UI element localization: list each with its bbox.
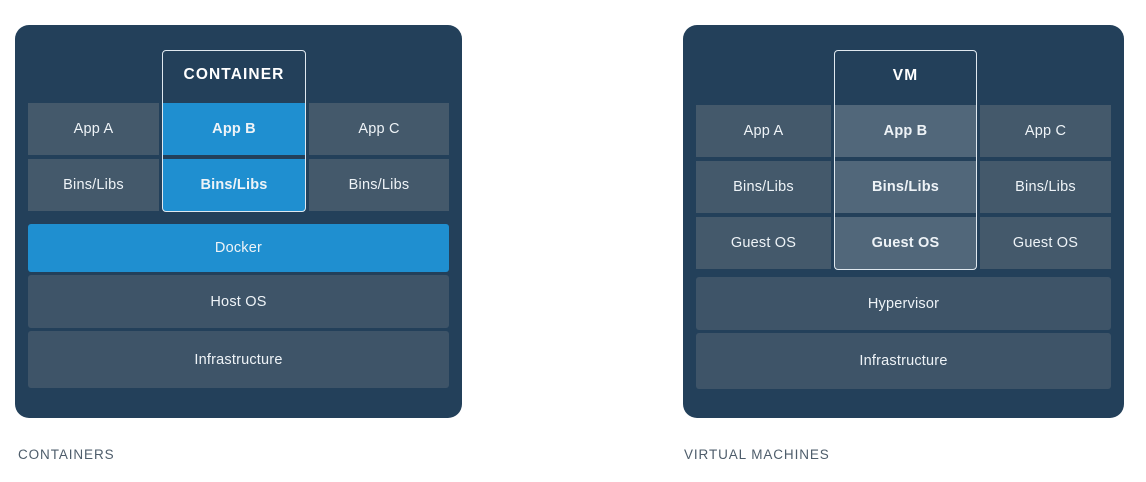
containers-infrastructure-bar[interactable]: Infrastructure	[28, 331, 449, 388]
cell-label: Bins/Libs	[733, 179, 794, 195]
vm-highlight-title: VM	[834, 50, 977, 102]
cell-label: App B	[883, 123, 928, 139]
cell-label: Bins/Libs	[871, 179, 940, 195]
row-label: Docker	[214, 240, 263, 256]
cell-label: App A	[73, 121, 114, 137]
row-label: Infrastructure	[194, 351, 283, 368]
containers-app-a-cell[interactable]: App A	[28, 103, 159, 155]
vm-infrastructure-bar[interactable]: Infrastructure	[696, 333, 1111, 389]
cell-label: App B	[212, 121, 256, 137]
vm-app-b-cell[interactable]: App B	[835, 105, 976, 157]
vm-guest-os-c-cell[interactable]: Guest OS	[980, 217, 1111, 269]
vm-app-c-cell[interactable]: App C	[980, 105, 1111, 157]
cell-label: App C	[358, 121, 400, 137]
vm-bins-c-cell[interactable]: Bins/Libs	[980, 161, 1111, 213]
vm-guest-os-a-cell[interactable]: Guest OS	[696, 217, 831, 269]
containers-app-c-cell[interactable]: App C	[309, 103, 449, 155]
containers-bins-a-cell[interactable]: Bins/Libs	[28, 159, 159, 211]
container-highlight-label: CONTAINER	[183, 66, 285, 83]
vm-bins-b-cell[interactable]: Bins/Libs	[835, 161, 976, 213]
vm-app-a-cell[interactable]: App A	[696, 105, 831, 157]
vm-hypervisor-bar[interactable]: Hypervisor	[696, 277, 1111, 330]
cell-label: App A	[743, 123, 784, 139]
containers-bins-c-cell[interactable]: Bins/Libs	[309, 159, 449, 211]
cell-label: App C	[1024, 123, 1067, 139]
vm-highlight-label: VM	[892, 67, 919, 84]
containers-bins-b-cell[interactable]: Bins/Libs	[163, 159, 305, 211]
containers-docker-bar[interactable]: Docker	[28, 224, 449, 272]
cell-label: Bins/Libs	[200, 177, 268, 193]
cell-label: Guest OS	[1012, 235, 1079, 251]
row-label: Infrastructure	[859, 353, 948, 369]
vm-guest-os-b-cell[interactable]: Guest OS	[835, 217, 976, 269]
containers-panel: App A App B App C Bins/Libs Bins/Libs Bi…	[15, 25, 462, 418]
containers-caption: CONTAINERS	[18, 447, 115, 462]
containers-host-os-bar[interactable]: Host OS	[28, 275, 449, 328]
virtual-machines-panel: App A App B App C Bins/Libs Bins/Libs Bi…	[683, 25, 1124, 418]
cell-label: Bins/Libs	[1015, 179, 1076, 195]
row-label: Hypervisor	[867, 295, 940, 312]
cell-label: Guest OS	[730, 235, 797, 251]
vm-bins-a-cell[interactable]: Bins/Libs	[696, 161, 831, 213]
row-label: Host OS	[210, 293, 267, 310]
cell-label: Guest OS	[871, 235, 940, 251]
container-highlight-title: CONTAINER	[162, 50, 306, 100]
cell-label: Bins/Libs	[348, 177, 410, 193]
cell-label: Bins/Libs	[63, 177, 124, 193]
virtual-machines-caption: VIRTUAL MACHINES	[684, 447, 830, 462]
containers-app-b-cell[interactable]: App B	[163, 103, 305, 155]
